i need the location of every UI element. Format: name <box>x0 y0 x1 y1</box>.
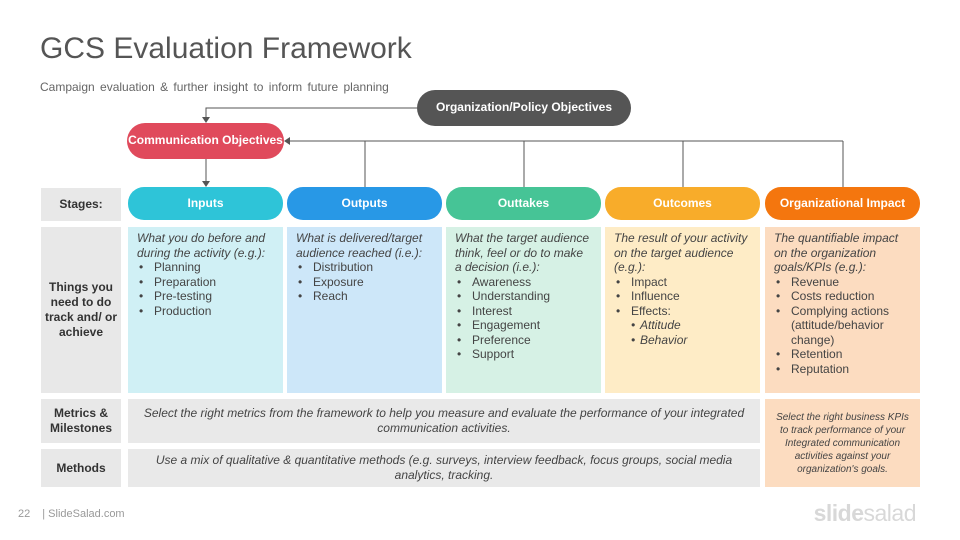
column-outcomes: The result of your activity on the targe… <box>605 227 760 393</box>
column-intro: The quantifiable impact on the organizat… <box>774 231 899 274</box>
list-item: Complying actions (attitude/behavior cha… <box>776 304 911 348</box>
column-list: Impact Influence Effects: <box>614 275 751 319</box>
column-intro: What the target audience think, feel or … <box>455 231 590 274</box>
page-subtitle: Campaign evaluation & further insight to… <box>40 80 389 94</box>
list-item: Planning <box>139 260 274 275</box>
footer-site: | SlideSalad.com <box>42 508 125 520</box>
column-list: Planning Preparation Pre-testing Product… <box>137 260 274 318</box>
list-item: Production <box>139 304 274 319</box>
column-list: Distribution Exposure Reach <box>296 260 433 304</box>
list-item: Impact <box>616 275 751 290</box>
row-label-things: Things you need to do track and/ or achi… <box>41 227 121 393</box>
list-item: Awareness <box>457 275 592 290</box>
list-item: Understanding <box>457 289 592 304</box>
column-list: Awareness Understanding Interest Engagem… <box>455 275 592 362</box>
list-item: Distribution <box>298 260 433 275</box>
arrowhead-inputs <box>202 181 210 187</box>
stage-outcomes: Outcomes <box>605 187 760 220</box>
metrics-description: Select the right metrics from the framew… <box>128 399 760 443</box>
methods-description: Use a mix of qualitative & quantitative … <box>128 449 760 487</box>
list-subitem: Behavior <box>631 333 751 348</box>
column-intro: What you do before and during the activi… <box>137 231 266 260</box>
stage-inputs: Inputs <box>128 187 283 220</box>
page-title: GCS Evaluation Framework <box>40 32 412 65</box>
connector-org-to-comm <box>205 107 417 117</box>
column-list: Revenue Costs reduction Complying action… <box>774 275 911 377</box>
column-intro: The result of your activity on the targe… <box>614 231 748 274</box>
footer: 22 | SlideSalad.com <box>18 508 125 520</box>
row-label-methods: Methods <box>41 449 121 487</box>
column-inputs: What you do before and during the activi… <box>128 227 283 393</box>
list-item: Support <box>457 347 592 362</box>
page-number: 22 <box>18 508 31 520</box>
list-item: Preparation <box>139 275 274 290</box>
column-outtakes: What the target audience think, feel or … <box>446 227 601 393</box>
list-item: Revenue <box>776 275 911 290</box>
list-item: Reach <box>298 289 433 304</box>
list-item: Pre-testing <box>139 289 274 304</box>
arrowhead-comm-top <box>202 117 210 123</box>
brand-logo: slidesalad <box>813 500 917 527</box>
column-intro: What is delivered/target audience reache… <box>296 231 423 260</box>
column-organizational-impact: The quantifiable impact on the organizat… <box>765 227 920 393</box>
list-subitem: Attitude <box>631 318 751 333</box>
list-item: Influence <box>616 289 751 304</box>
stage-outputs: Outputs <box>287 187 442 220</box>
row-label-stages: Stages: <box>41 188 121 221</box>
brand-logo-part-a: slide <box>813 500 864 526</box>
list-item: Engagement <box>457 318 592 333</box>
column-sublist: Attitude Behavior <box>614 318 751 347</box>
stage-outtakes: Outtakes <box>446 187 601 220</box>
list-item: Retention <box>776 347 911 362</box>
arrowhead-comm-right <box>284 137 290 145</box>
list-item: Interest <box>457 304 592 319</box>
row-label-metrics: Metrics & Milestones <box>41 399 121 443</box>
stage-organizational-impact: Organizational Impact <box>765 187 920 220</box>
communication-objectives-node: Communication Objectives <box>127 123 284 159</box>
list-item: Effects: <box>616 304 751 319</box>
list-item: Costs reduction <box>776 289 911 304</box>
list-item: Preference <box>457 333 592 348</box>
brand-logo-part-b: salad <box>863 500 917 526</box>
org-policy-objectives-node: Organization/Policy Objectives <box>417 90 631 126</box>
kpi-description: Select the right business KPIs to track … <box>765 399 920 487</box>
list-item: Exposure <box>298 275 433 290</box>
column-outputs: What is delivered/target audience reache… <box>287 227 442 393</box>
list-item: Reputation <box>776 362 911 377</box>
